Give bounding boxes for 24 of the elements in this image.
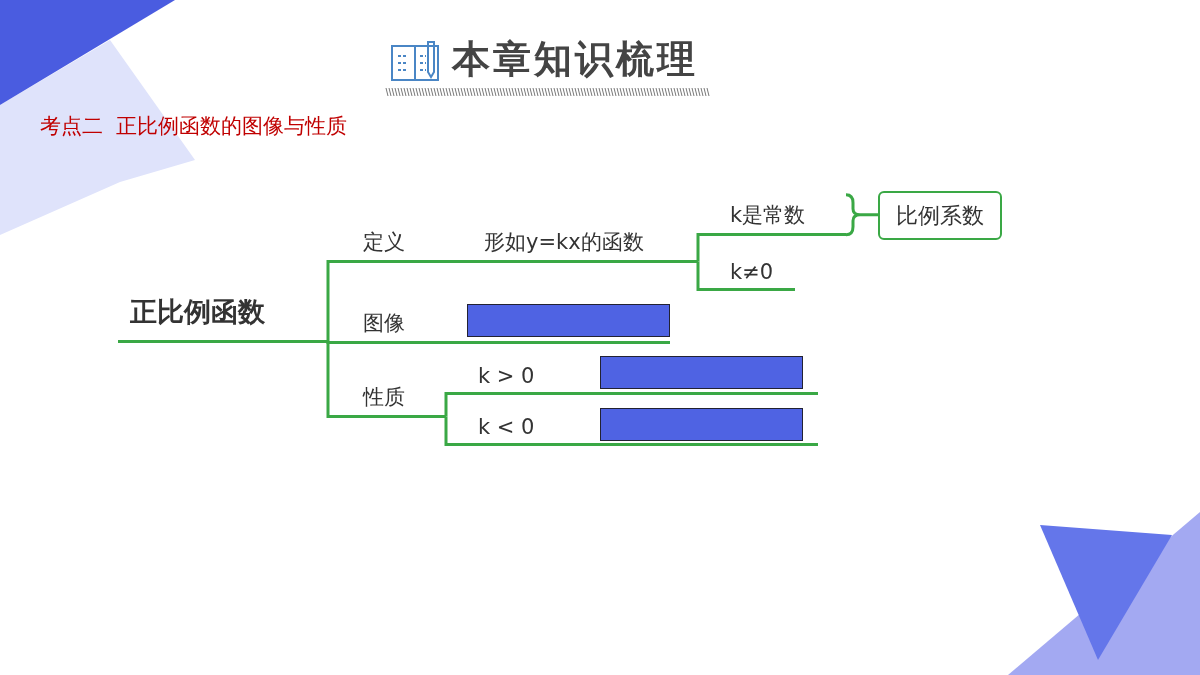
- bar: [600, 356, 803, 389]
- rounded-box: 比例系数: [878, 191, 1002, 240]
- branch-label: 图像: [345, 308, 670, 344]
- branch-line: [326, 260, 345, 343]
- branch-line: [468, 260, 478, 263]
- branch-label: 定义: [345, 228, 470, 263]
- branch-line: [326, 340, 345, 344]
- branch-label: 性质: [345, 385, 446, 418]
- topic-label: 正比例函数: [118, 292, 328, 343]
- bar: [600, 408, 803, 441]
- title: 本章知识梳理: [452, 36, 698, 83]
- branch-label: k是常数: [712, 200, 846, 236]
- branch-line: [444, 392, 460, 418]
- branch-line: [326, 340, 345, 418]
- branch-label: k > 0: [460, 358, 818, 395]
- branch-label: k < 0: [460, 410, 818, 446]
- section-heading: 考点二 正比例函数的图像与性质: [40, 113, 348, 140]
- branch-line: [696, 260, 712, 291]
- branch-label: 形如y=kx的函数: [478, 228, 698, 263]
- branch-line: [444, 415, 460, 446]
- curly-brace: [844, 193, 880, 237]
- bar: [467, 304, 670, 337]
- branch-label: k≠0: [712, 256, 795, 291]
- branch-line: [696, 233, 712, 263]
